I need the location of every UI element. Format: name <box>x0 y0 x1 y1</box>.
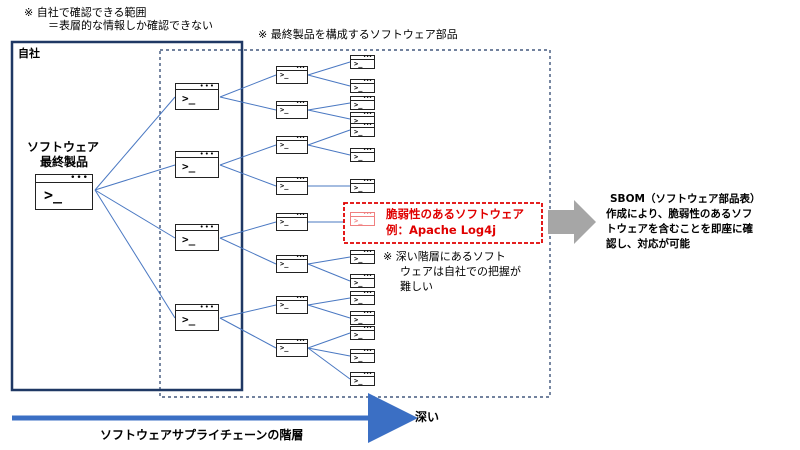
subcomponent-window-icon: •••>_ <box>276 177 308 195</box>
supply-chain-axis-label: ソフトウェアサプライチェーンの階層 <box>100 428 304 442</box>
subcomponent-window-icon: •••>_ <box>276 101 308 119</box>
sbom-note-line3: トウェアを含むことを即座に確 <box>606 223 753 235</box>
leaf-window-icon: •••>_ <box>350 274 375 288</box>
leaf-window-icon: •••>_ <box>350 79 375 93</box>
leaf-window-icon: •••>_ <box>350 96 375 110</box>
own-company-box <box>10 40 244 392</box>
sbom-note-line2: 作成により、脆弱性のあるソフ <box>606 208 753 220</box>
leaf-window-icon: •••>_ <box>350 250 375 264</box>
subcomponent-window-icon: •••>_ <box>276 255 308 273</box>
prompt-glyph: >_ <box>44 186 63 204</box>
leaf-window-icon: •••>_ <box>350 291 375 305</box>
leaf-window-icon: •••>_ <box>350 179 375 193</box>
components-box <box>159 49 551 398</box>
sbom-note-line1: SBOM（ソフトウェア部品表） <box>610 193 761 205</box>
own-scope-note-line2: ＝表層的な情報しか確認できない <box>48 19 213 32</box>
leaf-window-icon: •••>_ <box>350 372 375 386</box>
final-product-window-icon: ••• >_ <box>35 174 93 210</box>
leaf-window-icon: •••>_ <box>350 55 375 69</box>
sbom-arrow <box>548 200 596 244</box>
vulnerable-software-label: 脆弱性のあるソフトウェア <box>386 207 524 221</box>
subcomponent-window-icon: •••>_ <box>276 66 308 84</box>
vulnerable-software-example: 例：Apache Log4j <box>386 223 497 237</box>
vulnerable-window-icon: •••>_ <box>350 212 375 226</box>
subcomponent-window-icon: •••>_ <box>276 339 308 357</box>
deep-layer-note-line3: 難しい <box>400 280 433 293</box>
leaf-window-icon: •••>_ <box>350 311 375 325</box>
vulnerable-software-box <box>343 202 543 244</box>
leaf-window-icon: •••>_ <box>350 123 375 137</box>
deep-layer-note-line1: ※ 深い階層にあるソフト <box>383 250 506 263</box>
final-product-line1: ソフトウェア <box>27 140 100 154</box>
component-window-icon: •••>_ <box>175 304 219 331</box>
deep-layer-note-line2: ウェアは自社での把握が <box>400 265 521 278</box>
subcomponent-window-icon: •••>_ <box>276 296 308 314</box>
leaf-window-icon: •••>_ <box>350 112 375 126</box>
subcomponent-window-icon: •••>_ <box>276 213 308 231</box>
final-product-line2: 最終製品 <box>40 155 89 169</box>
company-label: 自社 <box>18 47 40 60</box>
component-window-icon: •••>_ <box>175 224 219 251</box>
connector-lines <box>94 61 351 380</box>
leaf-window-icon: •••>_ <box>350 326 375 340</box>
subcomponent-window-icon: •••>_ <box>276 136 308 154</box>
own-scope-note-line1: ※ 自社で確認できる範囲 <box>24 6 147 19</box>
sbom-note-line4: 認し、対応が可能 <box>606 238 690 250</box>
leaf-window-icon: •••>_ <box>350 349 375 363</box>
depth-label: 深い <box>415 410 440 424</box>
component-window-icon: •••>_ <box>175 151 219 178</box>
leaf-window-icon: •••>_ <box>350 148 375 162</box>
components-note: ※ 最終製品を構成するソフトウェア部品 <box>258 28 458 41</box>
component-window-icon: •••>_ <box>175 83 219 110</box>
